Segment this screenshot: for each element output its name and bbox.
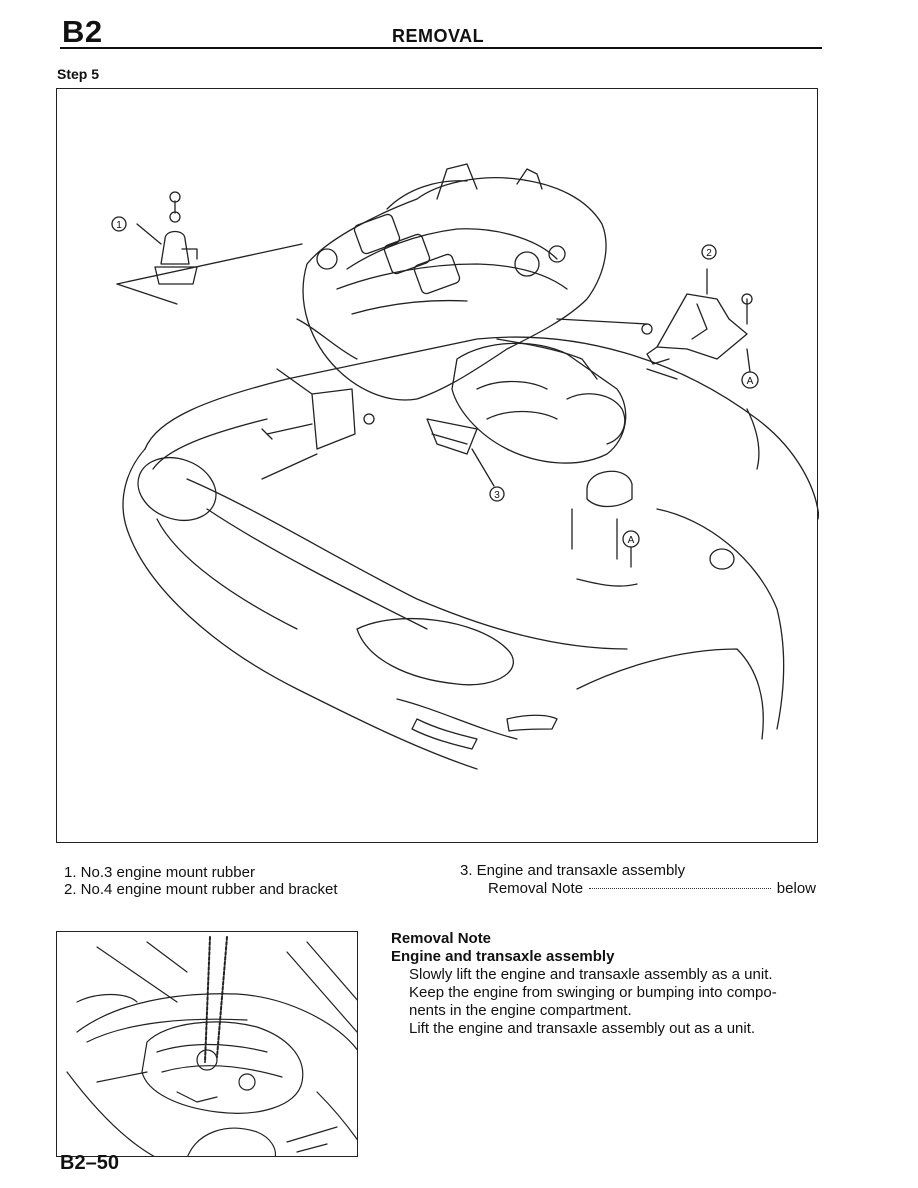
reference-a-upper-label: A	[747, 376, 754, 387]
page-title: REMOVAL	[392, 26, 485, 46]
leader-dots	[589, 888, 771, 889]
removal-note-reference: below	[776, 880, 816, 897]
removal-note-label: Removal Note	[488, 880, 584, 897]
hoist-chain-drawing	[204, 936, 228, 1063]
engine-drawing	[296, 163, 627, 464]
mount-2-drawing	[556, 268, 753, 380]
removal-note-block: Removal Note Engine and transaxle assemb…	[391, 930, 826, 1038]
hoist-illustration	[66, 936, 357, 1156]
callout-3: 3	[471, 448, 505, 502]
removal-note-subheading: Engine and transaxle assembly	[391, 948, 615, 965]
hoist-illustration-frame	[56, 931, 358, 1157]
section-code: B2	[62, 14, 103, 49]
removal-note-line: Keep the engine from swinging or bumping…	[409, 984, 777, 1001]
reference-a-lower-label: A	[628, 535, 635, 546]
legend-item-3-note: Removal Note below	[488, 880, 816, 897]
legend-item-3: 3. Engine and transaxle assembly	[460, 862, 686, 879]
removal-note-line: Lift the engine and transaxle assembly o…	[409, 1020, 756, 1037]
legend-item-2: 2. No.4 engine mount rubber and bracket	[64, 881, 338, 898]
callout-2: 2	[701, 244, 717, 260]
removal-note-heading: Removal Note	[391, 930, 492, 947]
hoist-car-drawing	[66, 941, 357, 1156]
removal-note-line: nents in the engine compartment.	[409, 1002, 632, 1019]
bracket-drawing	[261, 368, 375, 480]
reference-a-upper: A	[741, 348, 759, 389]
main-illustration-frame: 1 2 3 A A	[56, 88, 819, 843]
callout-1-label: 1	[116, 220, 122, 231]
callout-1: 1	[111, 216, 127, 232]
car-body-drawing	[122, 336, 819, 770]
reference-a-lower: A	[622, 530, 640, 568]
removal-note-line: Slowly lift the engine and transaxle ass…	[409, 966, 773, 983]
mount-1-drawing	[116, 191, 303, 305]
hoist-engine-drawing	[76, 993, 304, 1114]
page-number: B2–50	[60, 1152, 119, 1174]
header-divider	[60, 47, 822, 49]
callout-2-label: 2	[706, 248, 712, 259]
engine-removal-illustration: 1 2 3 A A	[111, 163, 819, 770]
callout-3-label: 3	[494, 490, 500, 501]
step-label: Step 5	[57, 66, 100, 82]
legend-item-1: 1. No.3 engine mount rubber	[64, 864, 255, 881]
